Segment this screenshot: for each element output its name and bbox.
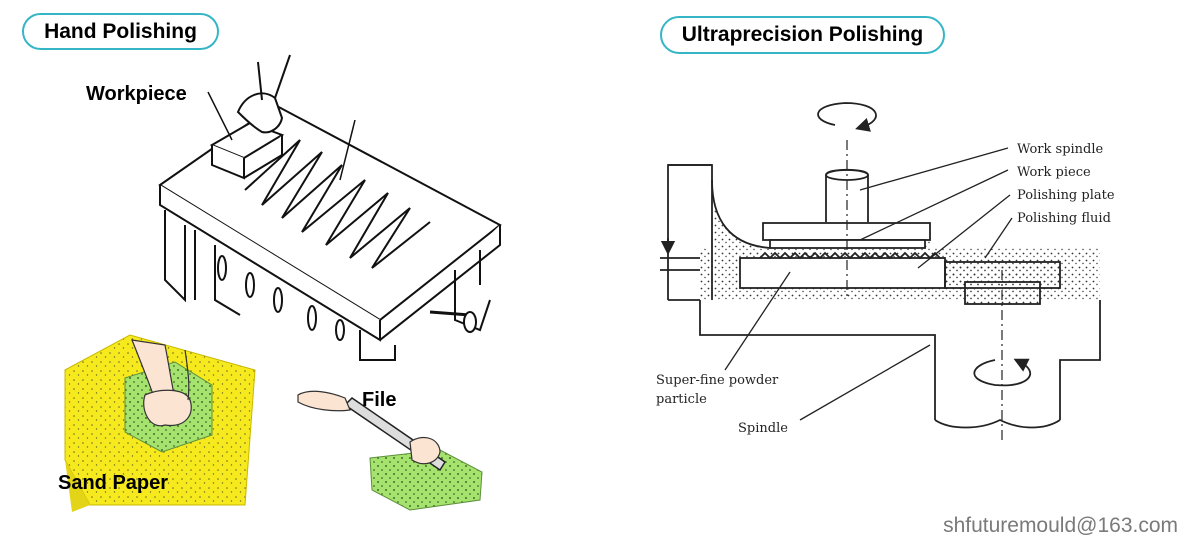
label-polishing-plate: Polishing plate [1017, 188, 1115, 203]
sand-paper-illustration [64, 334, 256, 512]
title-hand-polishing: Hand Polishing [22, 13, 219, 50]
label-sand-paper: Sand Paper [58, 472, 168, 494]
label-work-piece: Work piece [1017, 165, 1091, 180]
label-particle: particle [656, 392, 707, 407]
label-work-spindle: Work spindle [1017, 142, 1104, 157]
file-illustration [297, 390, 483, 511]
title-ultraprecision-polishing: Ultraprecision Polishing [660, 16, 945, 54]
label-file: File [362, 389, 396, 411]
footer-email: shfuturemould@163.com [943, 514, 1178, 537]
label-polishing-fluid: Polishing fluid [1017, 211, 1111, 226]
surface-table-illustration [158, 54, 502, 361]
polishing-machine-diagram [660, 102, 1101, 440]
label-spindle: Spindle [738, 421, 788, 436]
label-workpiece: Workpiece [86, 83, 187, 105]
label-super-fine-powder: Super-fine powder [656, 373, 779, 388]
